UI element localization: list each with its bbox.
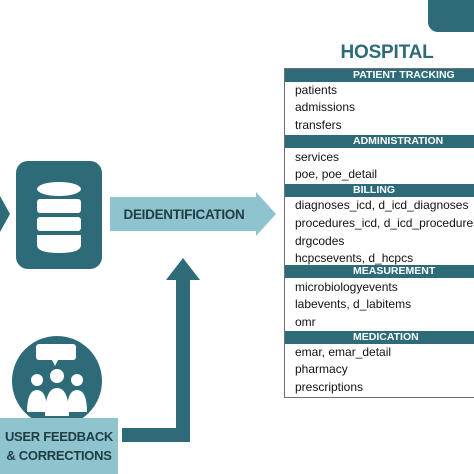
incoming-arrow	[0, 196, 10, 232]
hospital-title: HOSPITAL	[340, 42, 434, 63]
deidentification-arrow-body	[110, 197, 258, 231]
list-item: patients	[295, 83, 338, 97]
list-item: admissions	[295, 100, 356, 114]
deidentification-label: DEIDENTIFICATION	[123, 206, 245, 222]
section-header-administration: ADMINISTRATION	[285, 135, 474, 148]
list-item: omr	[295, 315, 316, 329]
list-item: procedures_icd, d_icd_procedures	[295, 216, 474, 230]
list-item: services	[295, 150, 340, 164]
section-header-measurement: MEASUREMENT	[285, 265, 474, 278]
feedback-label-line1: USER FEEDBACK	[4, 429, 114, 444]
section-header-patient-tracking: PATIENT TRACKING	[285, 69, 474, 82]
list-item: pharmacy	[295, 362, 348, 376]
deidentification-arrow-head	[256, 192, 276, 236]
database-block	[16, 161, 102, 269]
feedback-arrow-horizontal	[122, 428, 190, 442]
feedback-arrow-vertical	[176, 278, 190, 442]
feedback-arrow-head	[166, 258, 200, 280]
section-header-billing: BILLING	[285, 184, 474, 197]
user-feedback-circle	[12, 336, 102, 426]
feedback-label: USER FEEDBACK & CORRECTIONS	[0, 427, 118, 465]
list-item: hcpcsevents, d_hcpcs	[295, 251, 414, 265]
list-item: emar, emar_detail	[295, 345, 392, 359]
list-item: labevents, d_labitems	[295, 297, 412, 311]
database-icon	[37, 182, 81, 253]
top-tab-shape	[428, 0, 474, 32]
list-item: prescriptions	[295, 380, 364, 394]
list-item: transfers	[295, 118, 342, 132]
feedback-label-box	[0, 418, 118, 474]
list-item: diagnoses_icd, d_icd_diagnoses	[295, 198, 469, 212]
hospital-panel: PATIENT TRACKING patients admissions tra…	[284, 68, 474, 398]
list-item: microbiologyevents	[295, 280, 398, 294]
list-item: drgcodes	[295, 234, 345, 248]
feedback-label-line2: & CORRECTIONS	[6, 448, 112, 463]
section-header-medication: MEDICATION	[285, 331, 474, 344]
users-discussion-icon	[27, 344, 87, 416]
list-item: poe, poe_detail	[295, 167, 378, 181]
